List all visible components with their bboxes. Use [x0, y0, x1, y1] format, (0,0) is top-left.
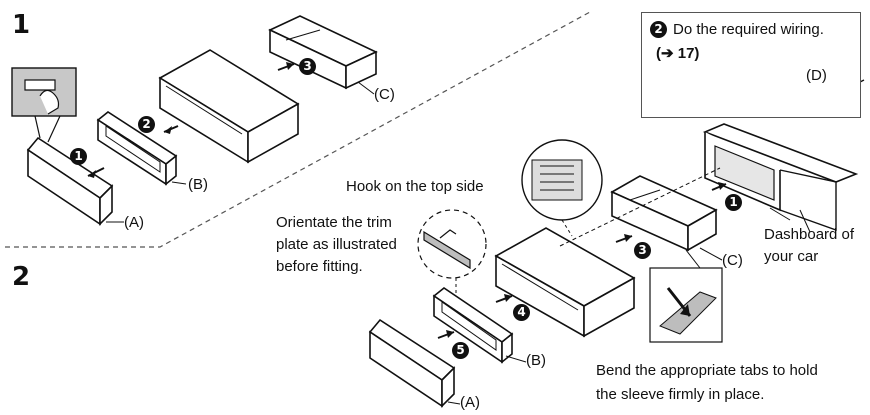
faceplate-a-2	[368, 318, 456, 408]
section-divider	[5, 11, 591, 248]
step-badge-5-s2: 5	[452, 342, 469, 359]
orientate-note-2: plate as illustrated	[276, 236, 397, 253]
faceplate-a-1	[26, 136, 114, 226]
step-badge-3-s1: 3	[299, 58, 316, 75]
step-badge-3-s2: 3	[634, 242, 651, 259]
label-c-1: (C)	[374, 86, 395, 103]
hook-note: Hook on the top side	[346, 178, 484, 195]
bend-tab-inset	[649, 249, 723, 343]
section-number-2: 2	[12, 262, 31, 292]
step-badge-4-s2: 4	[513, 304, 530, 321]
sleeve-c-1	[268, 15, 378, 90]
zoom-circle-hook	[417, 209, 487, 294]
label-b-1: (B)	[188, 176, 208, 193]
label-b-2: (B)	[526, 352, 546, 369]
trim-plate-b-2	[432, 287, 514, 364]
label-a-1: (A)	[124, 214, 144, 231]
wiring-callout: 2 Do the required wiring. (➔ 17) (D)	[641, 12, 861, 118]
bend-note-2: the sleeve firmly in place.	[596, 386, 765, 403]
step-badge-1-s2: 1	[725, 194, 742, 211]
receiver-unit-2	[494, 227, 636, 338]
label-c-2: (C)	[722, 252, 743, 269]
section-number-1: 1	[12, 10, 31, 40]
step-badge-1-s1: 1	[70, 148, 87, 165]
step-badge-2-s1: 2	[138, 116, 155, 133]
zoom-circle-unit	[521, 139, 603, 237]
bend-note-1: Bend the appropriate tabs to hold	[596, 362, 818, 379]
orientate-note-1: Orientate the trim	[276, 214, 392, 231]
callout-ref: (➔ 17)	[656, 45, 700, 62]
hand-press-inset	[11, 67, 77, 143]
callout-step-badge: 2	[650, 21, 667, 38]
label-a-2: (A)	[460, 394, 480, 411]
receiver-unit-1	[158, 49, 300, 164]
dashboard-note-1: Dashboard of	[764, 226, 855, 243]
label-d: (D)	[806, 67, 827, 84]
trim-plate-b-1	[96, 111, 178, 186]
callout-text-line: 2 Do the required wiring.	[650, 19, 824, 40]
orientate-note-3: before fitting.	[276, 258, 363, 275]
sleeve-c-2	[610, 175, 718, 252]
car-dashboard	[702, 123, 859, 233]
dashboard-note-2: your car	[764, 248, 819, 265]
callout-text: Do the required wiring.	[673, 21, 824, 38]
